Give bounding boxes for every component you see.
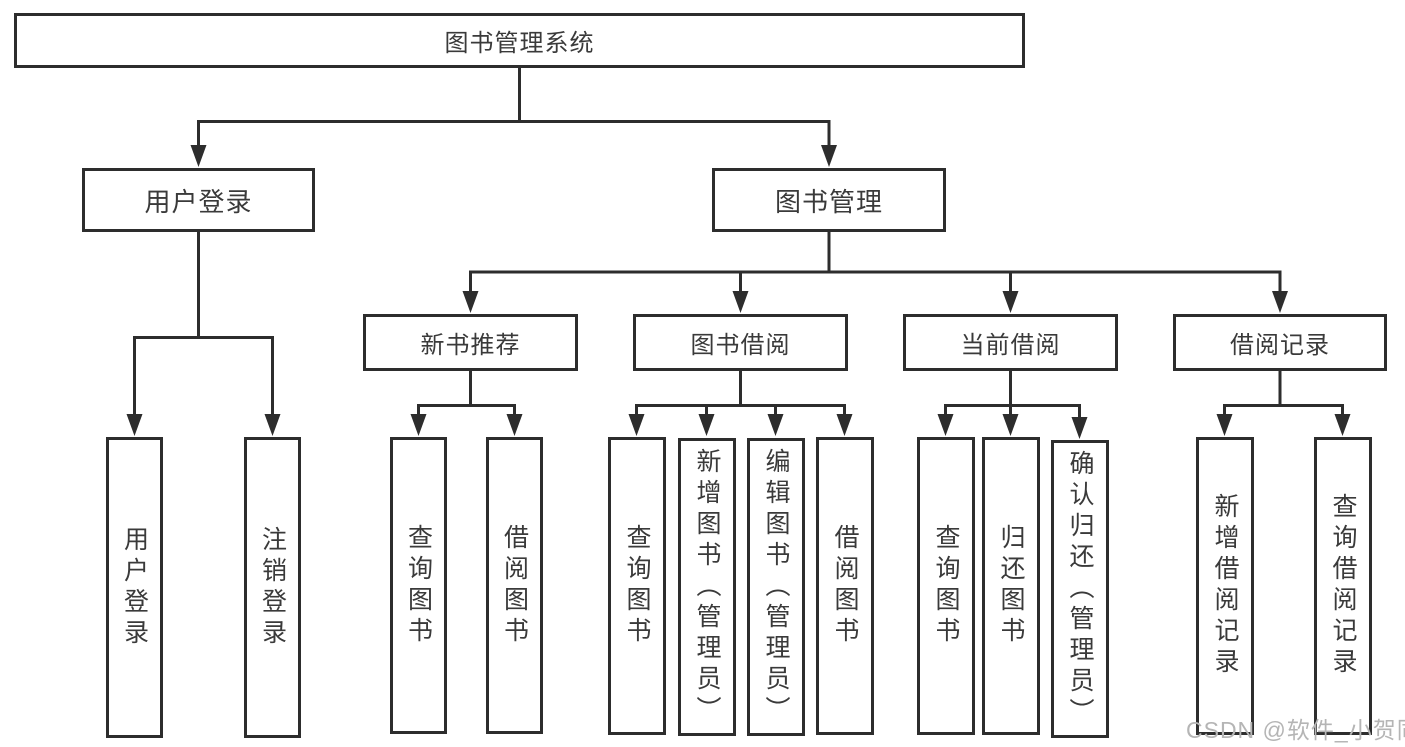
- arrowhead-down-icon: [190, 145, 207, 167]
- node-borrow-record-label: 借阅记录: [1230, 332, 1330, 359]
- node-root-label: 图书管理系统: [444, 30, 595, 57]
- leaf-user-login-label: 用户登录: [120, 525, 149, 650]
- node-root: 图书管理系统: [14, 13, 1025, 68]
- arrowhead-down-icon: [821, 145, 837, 167]
- node-new-book-recommend: 新书推荐: [363, 314, 578, 371]
- arrowhead-down-icon: [410, 414, 427, 436]
- leaf-add-borrow-record: 新增借阅记录: [1196, 437, 1254, 735]
- node-book-borrow-label: 图书借阅: [690, 332, 791, 359]
- leaf-edit-book-admin-label: 编辑图书（管理员）: [762, 447, 790, 727]
- arrowhead-down-icon: [836, 414, 853, 436]
- node-user-login: 用户登录: [82, 168, 315, 232]
- leaf-borrow-books: 借阅图书: [816, 437, 874, 735]
- arrowhead-down-icon: [1071, 417, 1088, 439]
- arrowhead-down-icon: [1272, 291, 1288, 313]
- leaf-query-books-borrow: 查询图书: [608, 437, 666, 735]
- arrowhead-down-icon: [462, 291, 479, 313]
- leaf-add-book-admin-label: 新增图书（管理员）: [693, 447, 721, 727]
- leaf-return-book-label: 归还图书: [997, 524, 1025, 648]
- node-user-login-label: 用户登录: [144, 186, 253, 217]
- arrowhead-down-icon: [1002, 414, 1019, 436]
- node-book-management-label: 图书管理: [774, 186, 883, 217]
- leaf-add-book-admin: 新增图书（管理员）: [678, 438, 736, 736]
- node-book-borrow: 图书借阅: [633, 314, 848, 371]
- leaf-logout-label: 注销登录: [258, 525, 287, 650]
- leaf-confirm-return-admin: 确认归还（管理员）: [1051, 440, 1109, 738]
- node-current-borrow-label: 当前借阅: [960, 332, 1061, 359]
- arrowhead-down-icon: [126, 414, 143, 436]
- node-new-book-recommend-label: 新书推荐: [420, 332, 521, 359]
- arrowhead-down-icon: [264, 414, 281, 436]
- leaf-query-books-current: 查询图书: [917, 437, 975, 735]
- leaf-add-borrow-record-label: 新增借阅记录: [1211, 493, 1239, 679]
- arrowhead-down-icon: [937, 414, 954, 436]
- watermark: CSDN @软件_小贺同学: [1186, 717, 1405, 743]
- leaf-query-books-recommend: 查询图书: [390, 437, 447, 734]
- leaf-query-books-borrow-label: 查询图书: [623, 524, 651, 648]
- leaf-query-books-current-label: 查询图书: [932, 524, 960, 648]
- arrowhead-down-icon: [732, 291, 749, 313]
- leaf-query-borrow-record-label: 查询借阅记录: [1329, 493, 1357, 679]
- node-borrow-record: 借阅记录: [1173, 314, 1387, 371]
- leaf-logout: 注销登录: [244, 437, 301, 738]
- arrowhead-down-icon: [628, 414, 645, 436]
- leaf-borrow-books-label: 借阅图书: [831, 524, 859, 648]
- node-current-borrow: 当前借阅: [903, 314, 1118, 371]
- arrowhead-down-icon: [1216, 414, 1233, 436]
- node-book-management: 图书管理: [712, 168, 946, 232]
- leaf-query-books-recommend-label: 查询图书: [404, 523, 433, 648]
- leaf-confirm-return-admin-label: 确认归还（管理员）: [1066, 449, 1094, 729]
- leaf-borrow-books-recommend-label: 借阅图书: [500, 523, 529, 648]
- arrowhead-down-icon: [1002, 291, 1019, 313]
- arrowhead-down-icon: [1334, 414, 1351, 436]
- leaf-query-borrow-record: 查询借阅记录: [1314, 437, 1372, 735]
- leaf-borrow-books-recommend: 借阅图书: [486, 437, 543, 734]
- leaf-user-login: 用户登录: [106, 437, 163, 738]
- leaf-edit-book-admin: 编辑图书（管理员）: [747, 438, 805, 736]
- arrowhead-down-icon: [767, 414, 784, 436]
- arrowhead-down-icon: [506, 414, 523, 436]
- leaf-return-book: 归还图书: [982, 437, 1040, 735]
- arrowhead-down-icon: [698, 414, 715, 436]
